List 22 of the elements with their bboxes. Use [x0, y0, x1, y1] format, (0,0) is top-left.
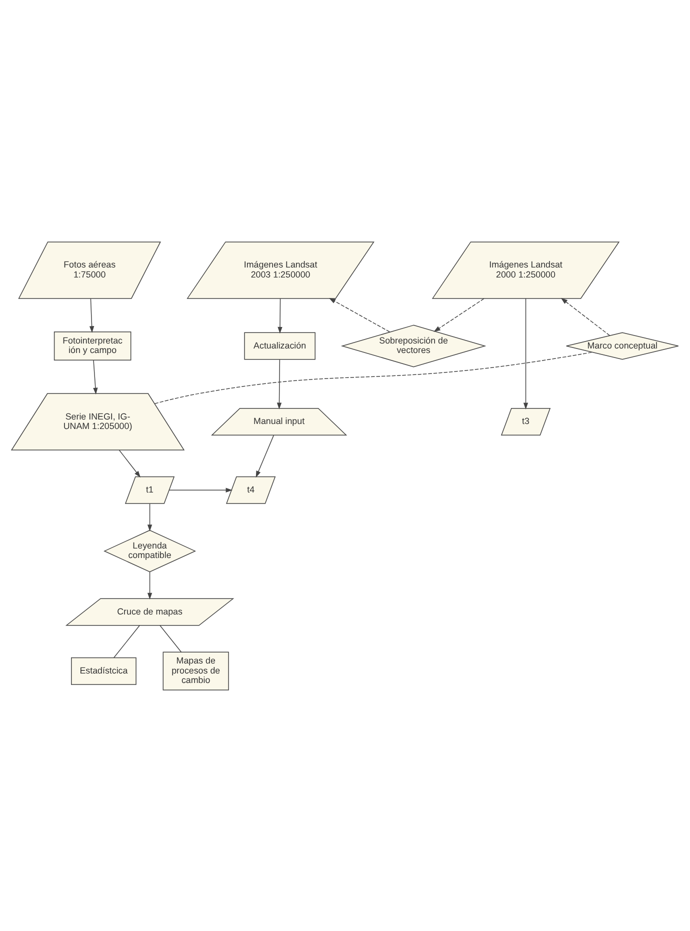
- arrow: [168, 487, 232, 492]
- arrow: [328, 297, 390, 332]
- arrow: [118, 449, 141, 478]
- node-box: Fotointerpretac ión y campo: [54, 331, 132, 360]
- node-box: Mapas de procesos de cambio: [162, 651, 229, 690]
- node-box: Actualización: [244, 332, 316, 360]
- arrow: [256, 434, 274, 478]
- connector: [154, 351, 592, 404]
- arrow: [276, 358, 282, 409]
- node-diamond: Marco conceptual: [566, 332, 679, 360]
- arrow: [523, 298, 528, 409]
- arrow: [560, 297, 610, 336]
- arrow: [89, 298, 94, 332]
- arrow: [278, 298, 282, 334]
- arrow: [147, 502, 152, 531]
- arrow: [93, 360, 98, 394]
- connector: [114, 624, 140, 658]
- arrow: [147, 571, 152, 600]
- connector: [160, 624, 182, 652]
- arrow: [434, 298, 484, 332]
- node-box: Estadístcica: [71, 656, 136, 684]
- node-diamond: Leyenda compatible: [104, 529, 196, 572]
